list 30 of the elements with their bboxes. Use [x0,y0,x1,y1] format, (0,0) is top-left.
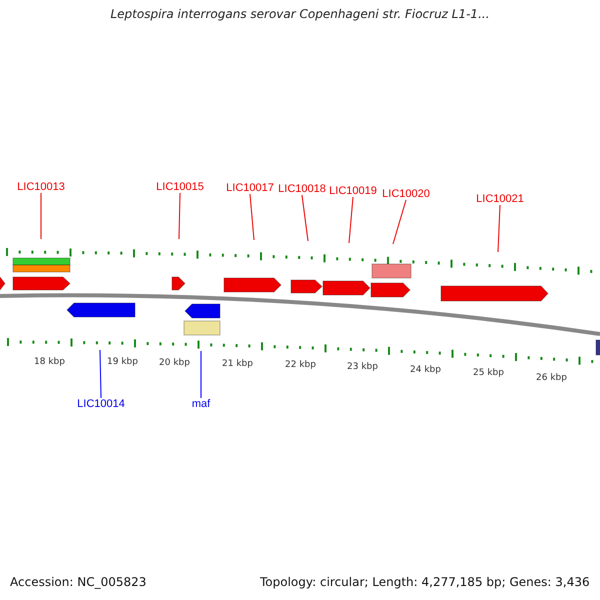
accession-text: Accession: NC_005823 [10,576,146,589]
leader-line [392,200,406,244]
leader-line [250,194,254,240]
leader-line [178,192,180,240]
gene-label: LIC10013 [17,181,65,193]
title: Leptospira interrogans serovar Copenhageni str. Fiocruz L1-1... [109,8,491,21]
leader-line [498,204,500,252]
gene-label: LIC10014 [77,398,125,410]
scale-label: 21 kbp [222,358,253,371]
scale-label: 26 kbp [536,372,567,385]
gene-label: LIC10020 [382,188,430,200]
leader-line [302,194,308,242]
scale-label: 20 kbp [159,357,190,370]
gene-label: LIC10019 [329,185,377,197]
gene-label: LIC10018 [278,183,326,195]
genome-summary: Topology: circular; Length: 4,277,185 bp; Genes: 3,436 [260,576,590,589]
gene-label: LIC10015 [156,181,204,193]
scale-label: 18 kbp [34,356,65,369]
gene-label: maf [192,398,210,410]
scale-label: 22 kbp [285,359,316,372]
scale-label: 24 kbp [410,364,441,377]
gene-label: LIC10017 [226,182,274,194]
leader-line [348,196,354,244]
scale-label: 19 kbp [107,356,138,369]
scale-label: 25 kbp [473,367,504,380]
leader-line [100,350,102,398]
scale-label: 23 kbp [347,361,378,374]
leader-line [40,192,42,240]
gene-label: LIC10021 [476,193,524,205]
leader-line [200,350,202,398]
